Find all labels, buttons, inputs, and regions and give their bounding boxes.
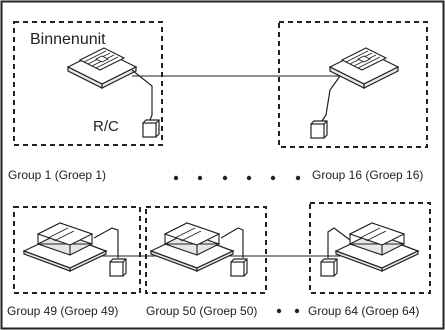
group-49-box (13, 206, 141, 294)
remote-control-icon (310, 120, 328, 139)
rc-cable (327, 227, 351, 258)
group-50-box (145, 206, 267, 294)
remote-control-icon (109, 258, 127, 277)
rc-cable (220, 227, 244, 258)
indoor-unit-cassette (67, 47, 137, 89)
remote-control-icon (230, 258, 248, 277)
indoor-unit-label: Binnenunit (30, 31, 106, 48)
indoor-unit-floor (150, 222, 234, 272)
group-1-box (13, 21, 163, 146)
group-16-box (278, 21, 428, 148)
rc-cable (321, 75, 341, 122)
indoor-unit-cassette (329, 47, 399, 89)
remote-control-icon (142, 119, 160, 138)
group-64-box (309, 202, 431, 294)
group-16-label: Group 16 (Groep 16) (312, 168, 423, 182)
rc-cable (93, 227, 119, 258)
ellipsis-dots-top (173, 175, 301, 181)
indoor-unit-floor (23, 222, 107, 272)
remote-control-icon (320, 258, 338, 277)
group-64-label: Group 64 (Groep 64) (308, 304, 419, 318)
group-49-label: Group 49 (Groep 49) (7, 304, 118, 318)
rc-cable (131, 69, 153, 121)
remote-control-label: R/C (93, 118, 119, 135)
group-50-label: Group 50 (Groep 50) (146, 304, 257, 318)
group-1-label: Group 1 (Groep 1) (8, 168, 106, 182)
ellipsis-dots-bottom (276, 308, 300, 314)
indoor-unit-floor (335, 222, 419, 272)
